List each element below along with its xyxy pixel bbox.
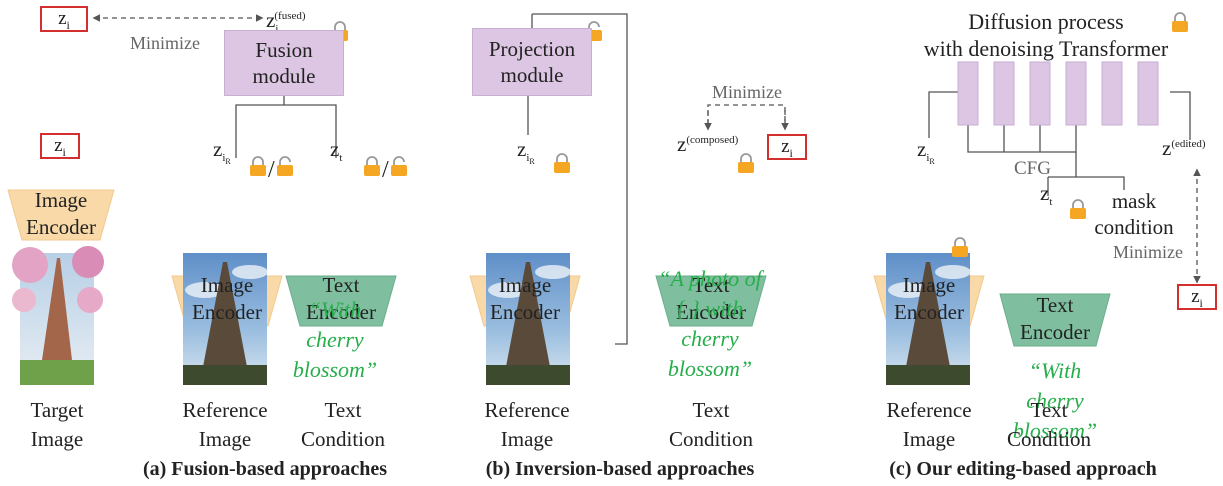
dit-block-1 (957, 61, 979, 126)
lock-icon (250, 156, 266, 176)
reference-latent-label-a: ziR (213, 137, 231, 167)
lock-icon (554, 153, 570, 173)
target-latent-box-c: zi (1177, 284, 1217, 310)
reference-latent-label-c: ziR (917, 137, 935, 167)
text-latent-label-a: zt (330, 137, 343, 165)
freeze-slash-1: / (268, 157, 275, 183)
mask-condition-label: mask condition (1094, 189, 1174, 239)
edited-latent-label: z(edited) (1162, 136, 1206, 160)
dit-block-2 (993, 61, 1015, 126)
reference-image-photo-c (886, 253, 971, 385)
composed-latent-label: z(composed) (677, 132, 739, 156)
target-image-photo (12, 246, 104, 385)
fusion-input-wire (235, 104, 337, 158)
minimize-label-c: Minimize (1113, 242, 1183, 262)
lock-icon (1172, 12, 1188, 32)
reference-image-photo-b (486, 253, 571, 385)
latent-subscript: i (66, 17, 70, 32)
text-prompt-c-line-3: blossom” (1012, 418, 1098, 443)
projection-loop-wire (532, 13, 628, 345)
cfg-bar (1048, 176, 1125, 190)
image-encoder-shape-a1 (7, 189, 115, 241)
dit-block-5 (1101, 61, 1123, 126)
panel-c-caption: (c) Our editing-based approach (889, 458, 1157, 480)
minimize-label-a: Minimize (130, 33, 200, 53)
minimize-label-b: Minimize (712, 82, 782, 102)
dit-right-wire (1170, 91, 1191, 140)
lock-icon (952, 237, 968, 257)
projection-module: Projection module (472, 28, 592, 96)
dit-comb-wire (967, 125, 1077, 153)
target-latent-box-top: zi (40, 6, 88, 32)
text-prompt-a: “With cherry blossom” (292, 297, 378, 382)
dit-block-3 (1029, 61, 1051, 126)
reference-latent-label-b: ziR (517, 137, 535, 167)
freeze-slash-2: / (382, 157, 389, 183)
lock-icon (364, 156, 380, 176)
text-prompt-b: “A photo of { } with cherry blossom” (658, 266, 762, 381)
text-prompt-c-main: “With cherry blossom” (1000, 356, 1110, 446)
target-latent-box: zi (40, 133, 80, 159)
text-latent-label-c: zt (1040, 181, 1053, 209)
lock-icon (1070, 199, 1086, 219)
minimize-arrow-b (707, 104, 786, 125)
cfg-label: CFG (1014, 158, 1051, 179)
text-prompt-c-line-2: cherry (1026, 388, 1084, 413)
text-prompt-c-line-1: “With (1028, 358, 1082, 383)
text-encoder-shape-b (655, 275, 767, 327)
dit-block-6 (1137, 61, 1159, 126)
latent-symbol: z (58, 8, 67, 29)
dit-left-wire (928, 91, 958, 138)
diffusion-title: Diffusion process with denoising Transfo… (923, 9, 1169, 61)
text-encoder-shape-a (285, 275, 397, 327)
text-encoder-shape-c (999, 293, 1111, 347)
dit-block-4 (1065, 61, 1087, 126)
reference-image-photo-a (183, 253, 268, 385)
unlock-icon (391, 156, 407, 176)
panel-b-caption: (b) Inversion-based approaches (485, 458, 755, 480)
fusion-module: Fusion module (224, 30, 344, 96)
lock-icon (738, 153, 754, 173)
unlock-icon (277, 156, 293, 176)
fused-latent-label: zi(fused) (266, 8, 306, 35)
panel-a-caption: (a) Fusion-based approaches (142, 458, 388, 480)
target-latent-box-b: zi (767, 134, 807, 160)
